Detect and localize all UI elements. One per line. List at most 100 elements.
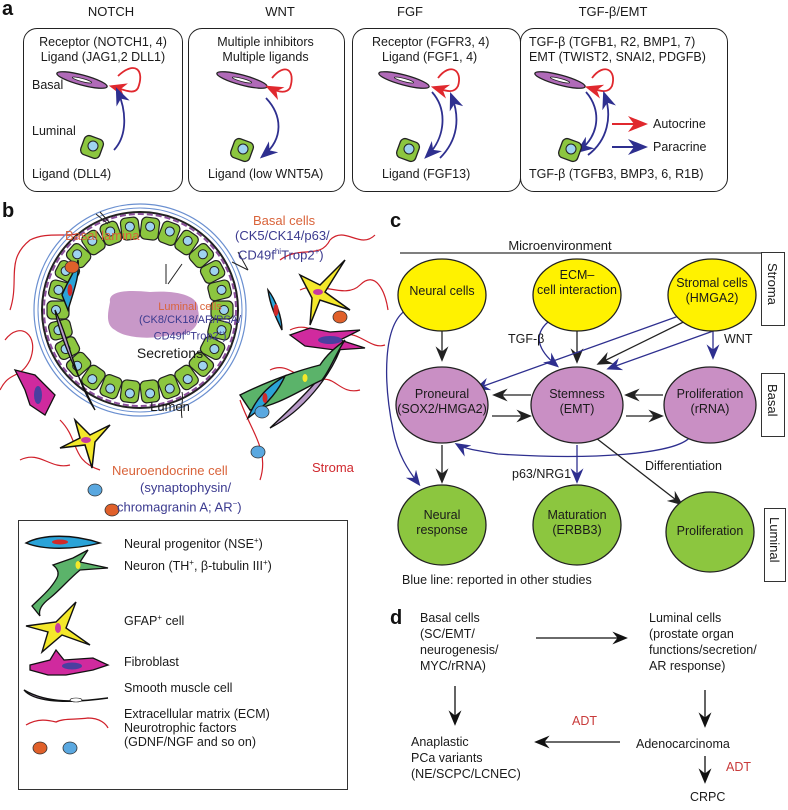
node-stromal-label-2: (HMGA2): [685, 291, 739, 305]
tgf-bottom-ligand: TGF-β (TGFB3, BMP3, 6, R1B): [529, 167, 704, 181]
edge-stromal-stemness-blue: [606, 324, 731, 371]
basal-markers-line2: CD49fhiTrop2+): [238, 247, 324, 263]
legend-smooth-muscle: Smooth muscle cell: [124, 681, 233, 695]
node-ecm-label-1: ECM–: [559, 268, 595, 282]
basal-label: Basal: [32, 78, 64, 92]
luminal-cell: [207, 318, 233, 341]
paracrine-arrow: [113, 87, 130, 151]
node-stemness-label-1: Stemness: [549, 387, 605, 401]
luminal-cell: [207, 279, 233, 302]
smooth-muscle-icon: [23, 689, 109, 703]
legend-neurotrophic: Neurotrophic factors: [124, 721, 237, 735]
node-proliferation-basal: [663, 366, 757, 444]
panel-b-label: b: [2, 200, 15, 222]
blue-line-footnote: Blue line: reported in other studies: [402, 573, 592, 587]
node-stemness-label-2: (EMT): [559, 402, 595, 416]
edge-stromal-proneural: [474, 302, 716, 391]
luminal-cell: [157, 220, 181, 246]
paracrine-arrow: [424, 91, 444, 159]
paracrine-arrow: [587, 90, 616, 156]
notch-bottom-ligand: Ligand (DLL4): [32, 167, 112, 181]
tgf-box: [520, 28, 728, 192]
node-proliferation-luminal-label: Proliferation: [676, 524, 744, 538]
node-neural-response: [397, 484, 487, 566]
luminal-cell-icon: [79, 134, 105, 160]
node-stromal-label-1: Stromal cells: [676, 276, 748, 290]
basal-lamina-label: Basal lamina: [65, 228, 140, 243]
luminal-cell: [157, 374, 181, 400]
node-ecm-label-2: cell interaction: [537, 283, 617, 297]
smooth-muscle-cell: [54, 309, 96, 411]
compartment-stroma: Stroma: [761, 252, 785, 326]
node-stemness: [530, 366, 624, 444]
basal-cell-icon: [378, 71, 430, 89]
autocrine-arrow: [584, 68, 614, 99]
edge-differentiation: [595, 437, 684, 506]
autocrine-arrow: [430, 68, 460, 99]
fibroblast-cell: [13, 369, 56, 416]
node-neural-cells: [397, 258, 487, 332]
wnt-bottom-ligand: Ligand (low WNT5A): [208, 167, 324, 181]
notch-ligand: Ligand (JAG1,2 DLL1): [40, 50, 166, 64]
compartment-luminal: Luminal: [764, 508, 786, 582]
neural-progenitor-icon: [24, 535, 103, 549]
luminal-cell: [188, 351, 215, 377]
neurotrophic-factor-dots: [64, 260, 348, 517]
node-neural-cells-label: Neural cells: [409, 284, 475, 298]
paracrine-label: Paracrine: [653, 140, 707, 154]
paracrine-arrow: [575, 91, 598, 154]
stroma-label: Stroma: [312, 460, 354, 475]
edge-neural-neural-response: [385, 309, 421, 487]
notch-box: [23, 28, 183, 192]
secretions-blob: [107, 291, 199, 338]
node-proneural-label-2: (SOX2/HMGA2): [397, 402, 487, 416]
luminal-cell: [210, 300, 234, 320]
fgf-bottom-ligand: Ligand (FGF13): [382, 167, 471, 181]
node-proliferation-luminal: [665, 491, 755, 573]
compartment-basal: Basal: [761, 373, 785, 437]
ne-markers-line2: chromagranin A; AR−): [117, 499, 242, 515]
neurotrophic-factor-icon: [32, 741, 78, 755]
paracrine-arrow: [439, 91, 464, 159]
node-proliferation-basal-label-2: (rRNA): [690, 402, 730, 416]
node-ecm: [532, 258, 622, 332]
legend-icons: [23, 535, 110, 755]
luminal-cell: [81, 364, 106, 391]
fgf-receptor: Receptor (FGFR3, 4): [372, 35, 490, 49]
luminal-markers-line1: (CK8/CK18/AR/PSA/: [138, 314, 242, 326]
edge-label-wnt: WNT: [724, 332, 753, 346]
wnt-line2: Multiple ligands: [222, 50, 309, 64]
crpc-node: CRPC: [690, 790, 726, 804]
adenocarcinoma-node: Adenocarcinoma: [636, 737, 730, 751]
node-maturation: [532, 484, 622, 566]
luminal-cell: [139, 379, 161, 404]
lumen-label: Lumen: [150, 399, 190, 414]
secretions-label: Secretions: [136, 345, 204, 361]
panel-d-label: d: [390, 607, 403, 629]
node-neural-response-label-2: response: [416, 523, 468, 537]
luminal-cell: [119, 379, 141, 404]
basal-cell-icon: [534, 71, 586, 89]
panel-a-graphics: [56, 67, 648, 163]
fibroblast-icon: [29, 648, 110, 676]
legend-ecm: Extracellular matrix (ECM): [124, 707, 270, 721]
paracrine-arrow: [259, 97, 280, 159]
luminal-cell-icon: [557, 137, 583, 163]
tgf-line1: TGF-β (TGFB1, R2, BMP1, 7): [529, 35, 696, 49]
wnt-title: WNT: [265, 4, 295, 19]
wnt-box: [188, 28, 345, 192]
luminal-label: Luminal: [32, 124, 76, 138]
luminal-cell: [99, 220, 123, 246]
node-maturation-label-1: Maturation: [547, 508, 607, 522]
tgf-line2: EMT (TWIST2, SNAI2, PDGFB): [529, 50, 706, 64]
ne-markers-line1: (synaptophysin/: [140, 480, 232, 495]
luminal-cell: [174, 364, 199, 391]
tgf-title: TGF-β/EMT: [578, 4, 648, 19]
gfap-cell: [298, 259, 351, 326]
lineage-network: [385, 252, 784, 573]
luminal-cell: [139, 216, 161, 241]
luminal-cell: [174, 229, 199, 256]
luminal-cell: [199, 336, 226, 361]
edge-label-differentiation: Differentiation: [645, 459, 722, 473]
edge-proliferation-proneural: [454, 435, 692, 458]
